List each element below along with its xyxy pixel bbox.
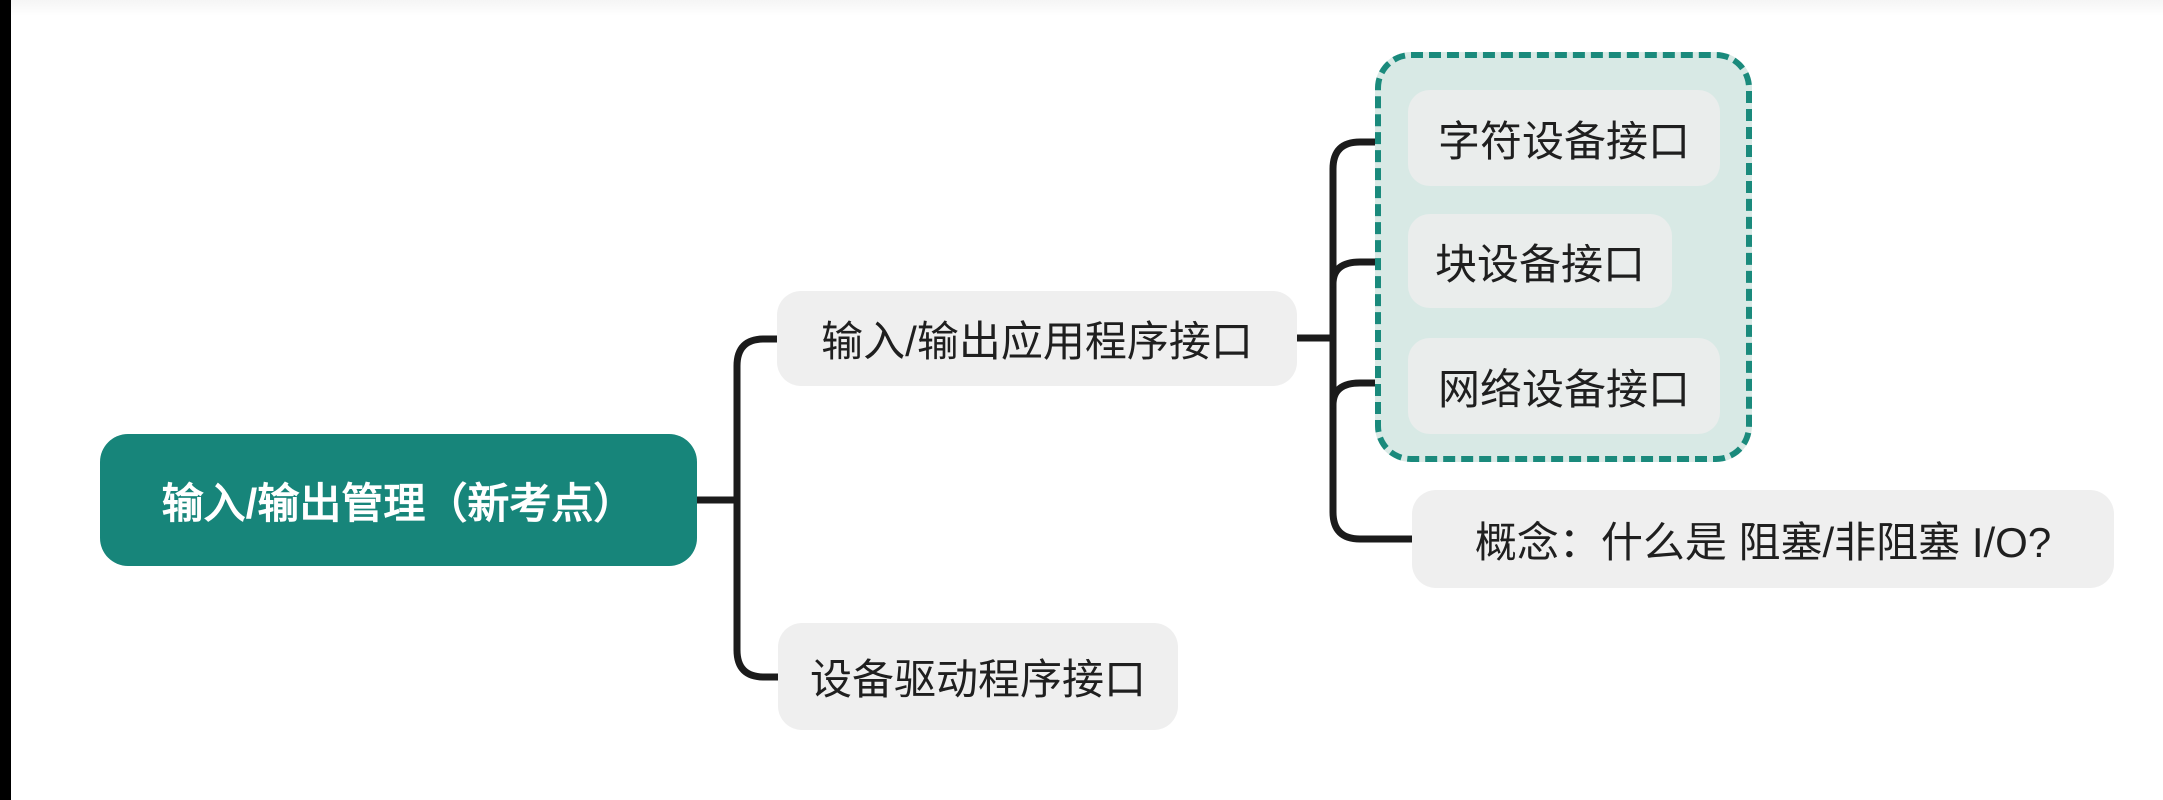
node-io-application-interface[interactable]: 输入/输出应用程序接口 bbox=[777, 291, 1297, 386]
left-edge-strip bbox=[0, 0, 11, 800]
edge-net-dev bbox=[1329, 379, 1412, 409]
node-block-device-interface[interactable]: 块设备接口 bbox=[1408, 214, 1672, 308]
window-top-bar bbox=[0, 0, 2163, 16]
node-device-driver-interface[interactable]: 设备驱动程序接口 bbox=[778, 623, 1178, 730]
edge-trunk1 bbox=[733, 335, 784, 681]
node-io-management-root[interactable]: 输入/输出管理（新考点） bbox=[100, 434, 697, 566]
edge-block-dev bbox=[1329, 258, 1412, 288]
node-character-device-interface[interactable]: 字符设备接口 bbox=[1408, 90, 1720, 186]
edge-trunk2 bbox=[1329, 138, 1416, 543]
node-network-device-interface[interactable]: 网络设备接口 bbox=[1408, 338, 1720, 434]
node-blocking-io-concept[interactable]: 概念：什么是 阻塞/非阻塞 I/O? bbox=[1412, 490, 2114, 588]
